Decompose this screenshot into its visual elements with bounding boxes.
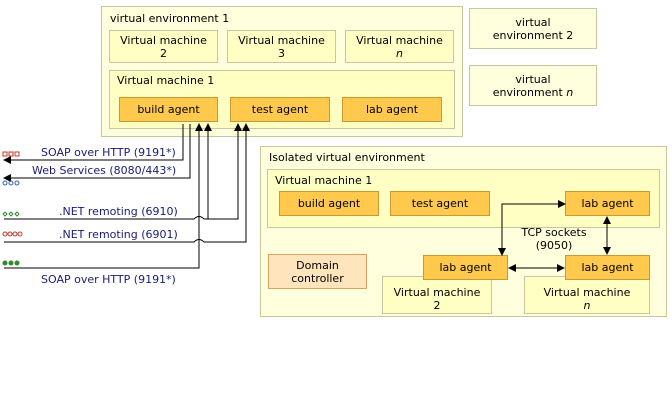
vm2-isolated-line2: 2 bbox=[433, 299, 441, 312]
wire-net-remoting-6910 bbox=[4, 123, 242, 220]
marker-red-squares-icon bbox=[2, 151, 20, 157]
virtual-machine-n-isolated: Virtual machine n bbox=[524, 276, 650, 314]
lab-agent-isolated-vm2-label: lab agent bbox=[439, 261, 492, 274]
isolated-env-title: Isolated virtual environment bbox=[269, 151, 425, 164]
build-agent-isolated: build agent bbox=[279, 191, 379, 216]
test-agent-env1-label: test agent bbox=[251, 103, 309, 116]
build-agent-env1-label: build agent bbox=[137, 103, 200, 116]
protocol-label-2: Web Services (8080/443*) bbox=[32, 164, 177, 177]
lab-agent-isolated-vm1: lab agent bbox=[565, 191, 650, 216]
wire-web-services bbox=[3, 124, 191, 182]
envn-label-line1: virtual bbox=[515, 72, 551, 86]
test-agent-env1: test agent bbox=[230, 97, 330, 122]
protocol-label-1: SOAP over HTTP (9191*) bbox=[41, 146, 176, 159]
env2-label-line2: environment 2 bbox=[492, 28, 574, 42]
marker-green-dots-icon bbox=[2, 260, 20, 266]
vmn-isolated-line2: n bbox=[583, 299, 591, 312]
lab-agent-isolated-vm2: lab agent bbox=[423, 255, 508, 280]
wire-soap-http-1 bbox=[3, 124, 184, 164]
domain-controller: Domain controller bbox=[268, 254, 367, 289]
envn-label-line2: environment n bbox=[493, 86, 574, 99]
test-agent-isolated: test agent bbox=[390, 191, 490, 216]
vm2-isolated-line1: Virtual machine bbox=[393, 286, 481, 299]
domain-controller-line2: controller bbox=[291, 271, 344, 285]
lab-agent-env1: lab agent bbox=[342, 97, 442, 122]
virtual-machine-2-env1: Virtual machine 2 bbox=[109, 30, 218, 63]
lab-agent-isolated-vm1-label: lab agent bbox=[581, 197, 634, 210]
marker-blue-circles-icon bbox=[2, 180, 20, 186]
vm1-isolated-title: Virtual machine 1 bbox=[275, 174, 373, 187]
marker-green-diamonds-icon bbox=[2, 211, 20, 217]
protocol-label-3: .NET remoting (6910) bbox=[59, 205, 178, 218]
envn-label-word: environment bbox=[492, 85, 563, 99]
virtual-environment-n: virtual environment n bbox=[469, 65, 597, 106]
vmn-label-line2: n bbox=[396, 46, 403, 60]
wire-net-remoting-6901 bbox=[4, 123, 250, 243]
lab-agent-isolated-vmn: lab agent bbox=[565, 255, 650, 280]
domain-controller-line1: Domain bbox=[296, 258, 339, 272]
env2-label-line1: virtual bbox=[515, 15, 551, 29]
test-agent-isolated-label: test agent bbox=[411, 197, 469, 210]
marker-red-circles-icon bbox=[2, 231, 23, 237]
virtual-machine-n-env1: Virtual machine n bbox=[345, 30, 454, 63]
vm3-label-line1: Virtual machine bbox=[238, 33, 325, 47]
tcp-vm1-to-vm2 bbox=[498, 200, 566, 256]
build-agent-env1: build agent bbox=[119, 97, 218, 122]
vm1-env1-title: Virtual machine 1 bbox=[117, 74, 215, 87]
lab-agent-env1-label: lab agent bbox=[365, 103, 419, 116]
envn-label-suffix: n bbox=[566, 85, 574, 99]
virtual-machine-3-env1: Virtual machine 3 bbox=[227, 30, 336, 63]
wire-soap-http-2 bbox=[4, 123, 203, 269]
build-agent-isolated-label: build agent bbox=[297, 197, 361, 210]
vm3-label-line2: 3 bbox=[278, 46, 285, 60]
vmn-label-line1: Virtual machine bbox=[356, 33, 443, 47]
lab-agent-isolated-vmn-label: lab agent bbox=[581, 261, 634, 274]
vm2-label-line1: Virtual machine bbox=[120, 33, 207, 47]
protocol-label-5: SOAP over HTTP (9191*) bbox=[41, 273, 176, 286]
vm2-label-line2: 2 bbox=[160, 46, 167, 60]
virtual-environment-2: virtual environment 2 bbox=[469, 8, 597, 49]
vmn-isolated-line1: Virtual machine bbox=[543, 286, 631, 299]
protocol-label-4: .NET remoting (6901) bbox=[59, 228, 178, 241]
virtual-environment-1-title: virtual environment 1 bbox=[110, 12, 230, 25]
